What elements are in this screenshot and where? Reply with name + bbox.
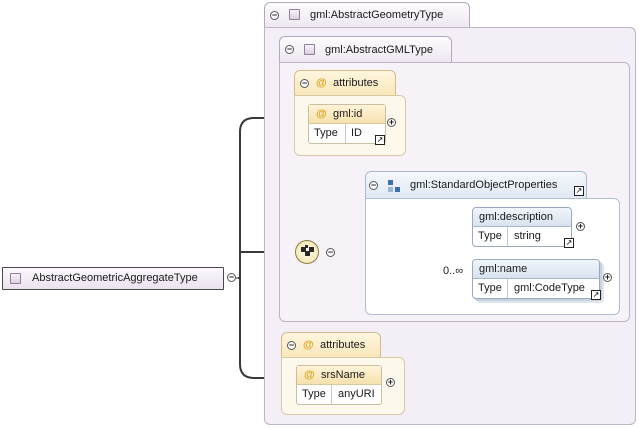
inner-collapse-toggle[interactable]: − xyxy=(285,44,294,54)
element-name: gml:name xyxy=(479,263,528,275)
element-name-bar: gml:description xyxy=(473,208,571,227)
attr-group-2-toggle[interactable]: − xyxy=(287,340,296,350)
sequence-icon xyxy=(301,245,314,256)
element-type-label: Type xyxy=(478,230,502,242)
element-description-expand-toggle[interactable]: + xyxy=(576,221,585,231)
attribute-icon: @ xyxy=(316,108,327,120)
element-name: gml:description xyxy=(479,211,553,223)
element-type-label: Type xyxy=(478,282,502,294)
attribute-icon: @ xyxy=(304,369,315,381)
attribute-name-bar: @ gml:id xyxy=(309,105,385,124)
element-gml-description[interactable]: gml:description Type string xyxy=(472,207,572,247)
attr-group-1-header[interactable]: − @ attributes xyxy=(294,70,396,96)
attribute-name: srsName xyxy=(321,369,366,381)
element-name-bar: gml:name xyxy=(473,260,599,279)
attribute-type-value: anyURI xyxy=(338,388,375,400)
complex-type-icon xyxy=(10,273,21,284)
complex-type-icon xyxy=(304,44,315,55)
sequence-compositor-icon[interactable] xyxy=(295,240,319,264)
attribute-icon: @ xyxy=(316,77,327,89)
attribute-name: gml:id xyxy=(333,108,363,120)
attr-group-1-toggle[interactable]: − xyxy=(300,78,309,88)
attr-group-2-header[interactable]: − @ attributes xyxy=(281,332,381,358)
link-arrow-icon[interactable]: ↗ xyxy=(564,238,574,248)
inner-type-header[interactable]: − gml:AbstractGMLType xyxy=(279,36,452,63)
element-type-value: gml:CodeType xyxy=(514,282,585,294)
attribute-type-value: ID xyxy=(351,127,362,139)
group-ref-label: gml:StandardObjectProperties xyxy=(410,179,558,191)
outer-collapse-toggle[interactable]: − xyxy=(270,10,279,20)
element-type-value: string xyxy=(514,230,541,242)
attribute-gml-id[interactable]: @ gml:id Type ID xyxy=(308,104,386,144)
connector-branch-bottom xyxy=(239,252,281,379)
attribute-type-label: Type xyxy=(302,388,326,400)
complex-type-icon xyxy=(289,9,300,20)
attribute-type-label: Type xyxy=(314,127,338,139)
outer-type-label: gml:AbstractGeometryType xyxy=(310,9,444,21)
group-icon xyxy=(388,180,400,192)
attr-group-2-label: attributes xyxy=(320,339,366,351)
element-gml-name[interactable]: gml:name Type gml:CodeType xyxy=(472,259,600,299)
sequence-1-toggle[interactable]: − xyxy=(326,247,335,257)
attribute-srsname[interactable]: @ srsName Type anyURI xyxy=(296,365,382,405)
attribute-expand-toggle[interactable]: + xyxy=(387,117,396,127)
group-ref-header[interactable]: − gml:StandardObjectProperties ↗ xyxy=(365,171,587,199)
link-arrow-icon[interactable]: ↗ xyxy=(375,135,385,145)
attribute-srsname-expand-toggle[interactable]: + xyxy=(386,377,395,387)
root-collapse-toggle[interactable]: − xyxy=(227,272,236,282)
element-occurs: 0..∞ xyxy=(443,265,464,277)
outer-type-header[interactable]: − gml:AbstractGeometryType xyxy=(264,2,470,28)
group-ref-toggle[interactable]: − xyxy=(369,180,378,190)
attr-group-1-label: attributes xyxy=(333,77,379,89)
link-arrow-icon[interactable]: ↗ xyxy=(574,186,584,196)
root-type-label: AbstractGeometricAggregateType xyxy=(32,272,198,284)
attribute-icon: @ xyxy=(303,339,314,351)
connector-branch-top xyxy=(239,117,294,252)
attribute-name-bar: @ srsName xyxy=(297,366,381,385)
root-type-box[interactable]: AbstractGeometricAggregateType xyxy=(2,267,224,290)
inner-type-label: gml:AbstractGMLType xyxy=(325,44,433,56)
element-name-expand-toggle[interactable]: + xyxy=(603,272,612,282)
link-arrow-icon[interactable]: ↗ xyxy=(591,290,601,300)
